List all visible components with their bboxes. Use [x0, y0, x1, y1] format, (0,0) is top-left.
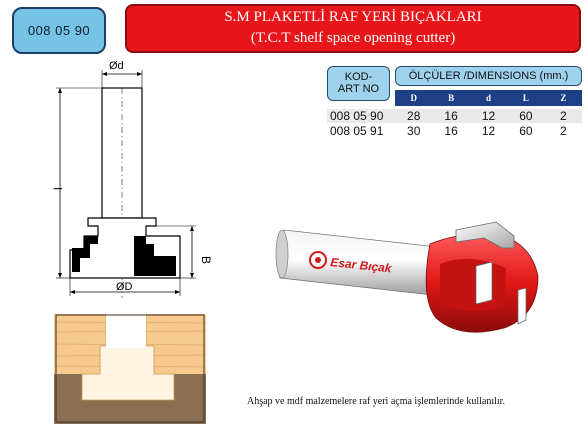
wood-profile-illustration: [54, 314, 206, 424]
cell-B: 16: [444, 109, 458, 123]
column-d: d: [486, 93, 492, 103]
kod-header-line2: ART NO: [337, 83, 380, 95]
product-code-badge: 008 05 90: [12, 7, 106, 54]
title-english: (T.C.T shelf space opening cutter): [250, 30, 456, 46]
cell-Z: 2: [559, 109, 567, 123]
row-code: 008 05 91: [330, 124, 384, 138]
table-row: 008 05 90 28 16 12 60 2: [327, 109, 582, 123]
title-banner: S.M PLAKETLİ RAF YERİ BIÇAKLARI (T.C.T s…: [125, 4, 581, 53]
dimensions-header: ÖLÇÜLER /DIMENSIONS (mm.): [395, 66, 582, 86]
title-turkish: S.M PLAKETLİ RAF YERİ BIÇAKLARI: [224, 9, 482, 25]
row-code: 008 05 90: [330, 109, 384, 123]
column-D: D: [410, 93, 417, 103]
table-row: 008 05 91 30 16 12 60 2: [327, 124, 582, 138]
cell-L: 60: [519, 109, 533, 123]
cell-Z: 2: [559, 124, 567, 138]
technical-drawing: Ød l B ØD: [51, 60, 213, 298]
kod-art-no-header: KOD- ART NO: [327, 66, 390, 101]
cell-D: 30: [407, 124, 421, 138]
kod-header-line1: KOD-: [344, 71, 373, 83]
label-length: l: [51, 187, 65, 190]
dimension-columns-header: D B d L Z: [395, 90, 582, 106]
cell-B: 16: [444, 124, 458, 138]
label-height-B: B: [199, 256, 213, 264]
brand-logo-icon: [309, 251, 327, 269]
label-cutter-diameter: ØD: [116, 281, 133, 293]
cell-D: 28: [407, 109, 421, 123]
cell-d: 12: [481, 124, 496, 138]
cell-d: 12: [481, 109, 496, 123]
label-shank-diameter: Ød: [109, 60, 124, 72]
column-L: L: [522, 93, 529, 103]
column-Z: Z: [560, 93, 567, 103]
brand-name: Esar Bıçak: [330, 255, 394, 275]
router-bit-illustration: Esar Bıçak: [275, 221, 539, 333]
usage-caption: Ahşap ve mdf malzemelere raf yeri açma i…: [247, 396, 505, 407]
cell-L: 60: [519, 124, 533, 138]
column-B: B: [448, 93, 455, 103]
